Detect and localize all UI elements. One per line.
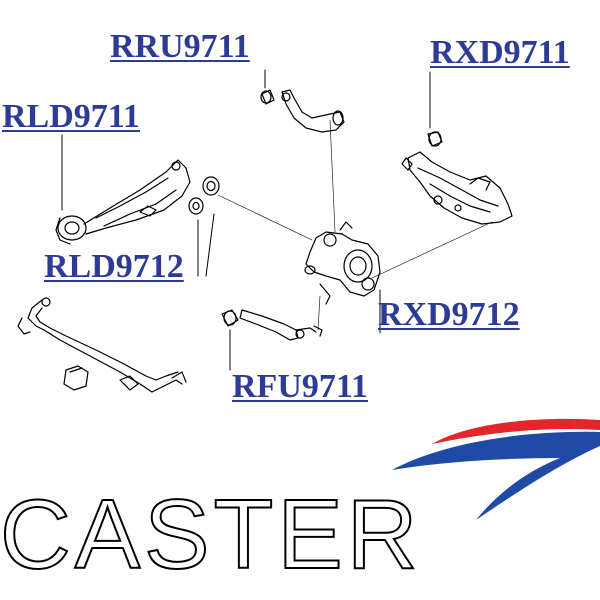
part-label-rru9711[interactable]: RRU9711: [110, 28, 250, 65]
part-label-rld9712[interactable]: RLD9712: [44, 248, 184, 285]
caster-logo-text: CASTER: [0, 478, 422, 590]
part-label-rfu9711[interactable]: RFU9711: [232, 368, 368, 405]
rxd-lower-arm: [401, 131, 513, 225]
stabilizer-bar: [17, 297, 187, 393]
part-label-rxd9712[interactable]: RXD9712: [378, 296, 520, 333]
knuckle-hub: [304, 221, 381, 305]
part-label-rxd9711[interactable]: RXD9711: [430, 34, 570, 71]
caster-logo-swoosh: [392, 418, 600, 520]
rld-trailing-arm: [55, 159, 220, 245]
rfu-toe-link: [221, 309, 323, 341]
part-label-rld9711[interactable]: RLD9711: [2, 98, 140, 135]
rru-upper-arm: [260, 89, 345, 133]
leader-lines: [61, 69, 493, 371]
